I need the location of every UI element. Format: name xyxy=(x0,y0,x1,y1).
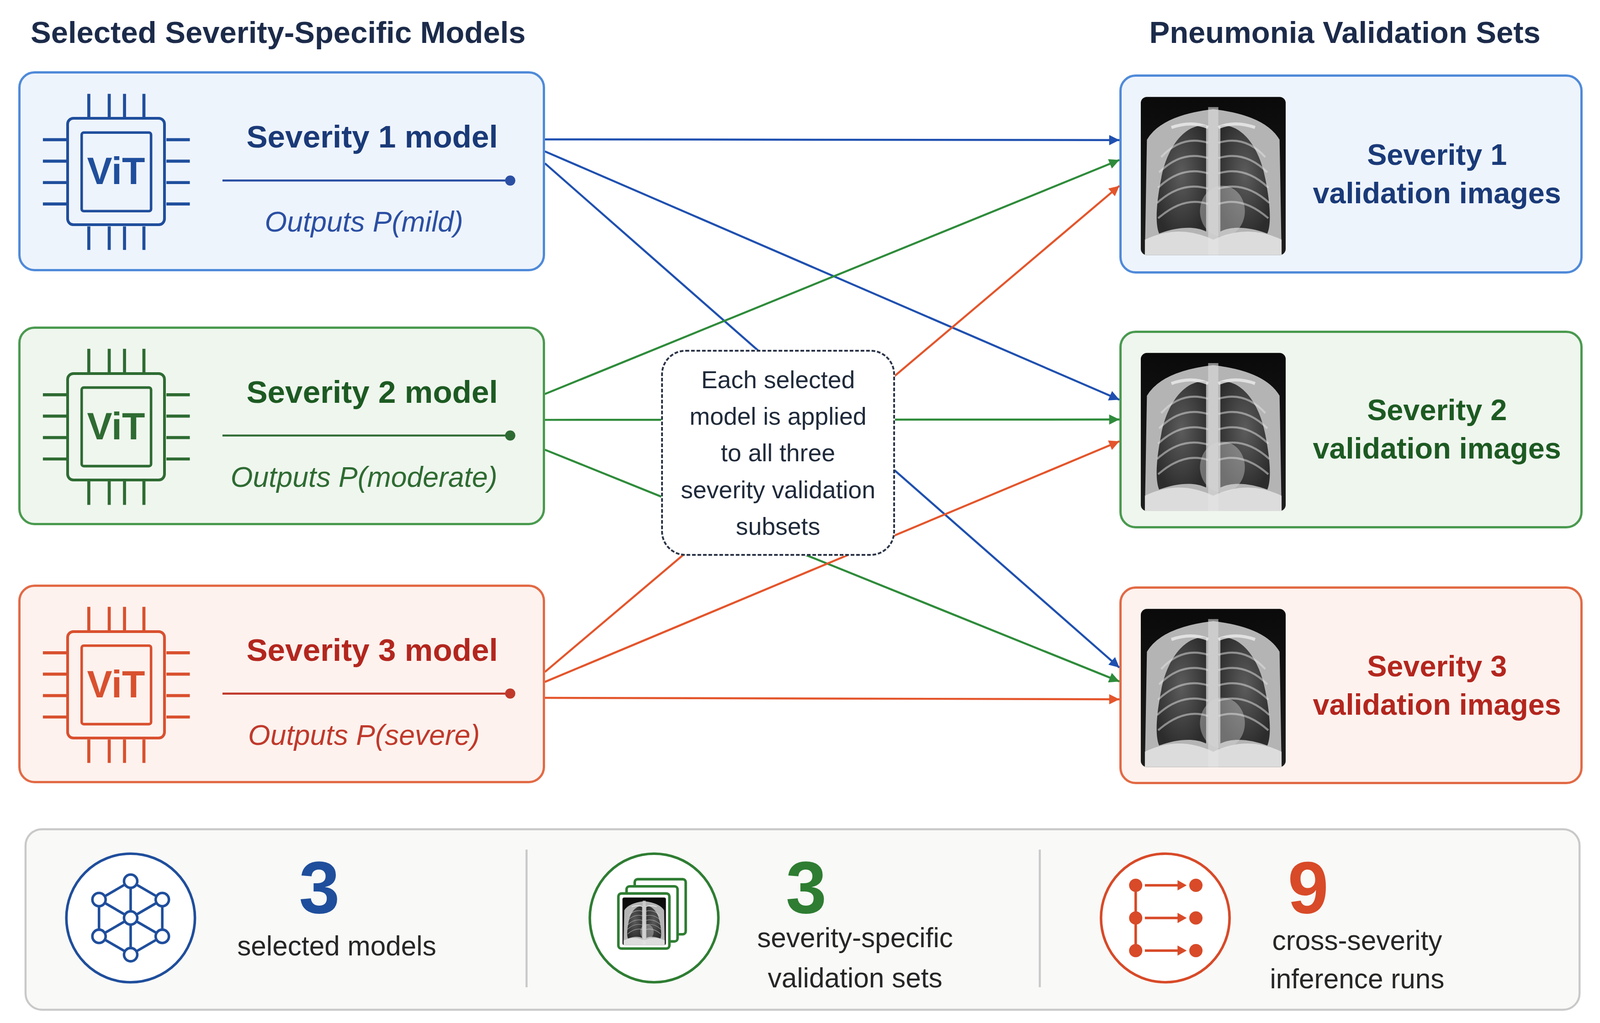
model-box: Severity 1 modelOutputs P(mild) ViT xyxy=(18,71,545,272)
validation-set-label: Severity 1 validation images xyxy=(1301,135,1573,213)
stat-number: 3 xyxy=(765,851,848,925)
connector-arrow xyxy=(545,139,1120,141)
network-node xyxy=(123,874,138,889)
validation-set-label: Severity 2 validation images xyxy=(1301,391,1573,468)
network-links xyxy=(99,881,163,956)
grid-line xyxy=(1134,885,1138,952)
validation-set-box: Severity 2 validation images xyxy=(1119,330,1583,529)
grid-dot xyxy=(1189,944,1203,958)
stat-label: selected models xyxy=(204,928,470,965)
network-node xyxy=(123,911,138,925)
network-node xyxy=(155,893,170,907)
connector-arrow xyxy=(545,185,1120,673)
connector-group xyxy=(545,139,1120,700)
network-node xyxy=(123,948,138,962)
model-box: Severity 2 modelOutputs P(moderate) ViT xyxy=(18,326,545,526)
model-title: Severity 2 model xyxy=(208,373,536,412)
model-title: Severity 1 model xyxy=(208,117,536,156)
stat-number: 3 xyxy=(278,851,361,925)
validation-set-label: Severity 3 validation images xyxy=(1301,647,1573,725)
validation-set-box: Severity 3 validation images xyxy=(1119,586,1583,785)
chip-symbol xyxy=(42,349,191,506)
note-text: Each selected model is applied to all th… xyxy=(678,361,878,546)
model-output: Outputs P(mild) xyxy=(211,204,518,239)
network-node xyxy=(92,930,106,944)
divider-line xyxy=(222,434,511,437)
chip-symbol xyxy=(42,93,191,250)
note-box: Each selected model is applied to all th… xyxy=(661,349,895,557)
icon-circle xyxy=(66,853,195,983)
divider-dot xyxy=(505,688,516,699)
stat-label: severity-specific validation sets xyxy=(727,918,983,999)
connector-arrow xyxy=(545,698,1120,700)
grid-dot xyxy=(1189,879,1203,893)
icon-circle xyxy=(1101,853,1230,983)
validation-set-box: Severity 1 validation images xyxy=(1119,74,1583,274)
run-grid-icon xyxy=(1128,879,1203,958)
network-node xyxy=(155,930,170,944)
network-icon xyxy=(92,874,169,962)
grid-arrow xyxy=(1144,949,1180,953)
chip-label: ViT xyxy=(70,406,163,448)
vit-chip: ViT xyxy=(66,630,167,740)
grid-dot xyxy=(1189,911,1203,925)
image-stack-card xyxy=(618,893,670,949)
chip-label: ViT xyxy=(70,150,163,193)
chip-symbol xyxy=(42,607,191,764)
network-node xyxy=(92,893,106,907)
column-heading: Pneumonia Validation Sets xyxy=(1110,14,1580,51)
band-divider xyxy=(1038,849,1041,988)
icon-circle xyxy=(589,853,719,983)
stat-label: cross-severity inference runs xyxy=(1245,921,1470,999)
model-output: Outputs P(severe) xyxy=(211,718,518,753)
image-stack-card xyxy=(626,886,678,943)
connector-arrow xyxy=(545,163,1120,668)
divider-dot xyxy=(505,430,516,441)
image-stack-card xyxy=(634,879,686,935)
grid-dot xyxy=(1128,944,1143,958)
model-output: Outputs P(moderate) xyxy=(211,460,518,495)
grid-arrow xyxy=(1144,884,1180,888)
grid-dot xyxy=(1128,879,1143,893)
model-title: Severity 3 model xyxy=(208,631,536,670)
chip-label: ViT xyxy=(70,664,163,706)
column-heading: Selected Severity-Specific Models xyxy=(30,14,582,51)
divider-line xyxy=(222,179,511,182)
stat-number: 9 xyxy=(1267,851,1350,925)
divider-line xyxy=(222,692,511,695)
xray-image xyxy=(1140,609,1286,768)
grid-arrowhead xyxy=(1177,880,1187,956)
grid-dot xyxy=(1128,911,1143,925)
xray-image xyxy=(1140,96,1286,255)
mini-xray xyxy=(622,897,666,946)
vit-chip: ViT xyxy=(66,116,167,227)
model-box: Severity 3 modelOutputs P(severe) ViT xyxy=(18,584,545,785)
vit-chip: ViT xyxy=(66,372,167,482)
divider-dot xyxy=(505,175,516,186)
grid-arrow xyxy=(1144,916,1180,920)
band-divider xyxy=(525,849,528,988)
xray-image xyxy=(1140,353,1286,512)
summary-band xyxy=(25,829,1580,1011)
